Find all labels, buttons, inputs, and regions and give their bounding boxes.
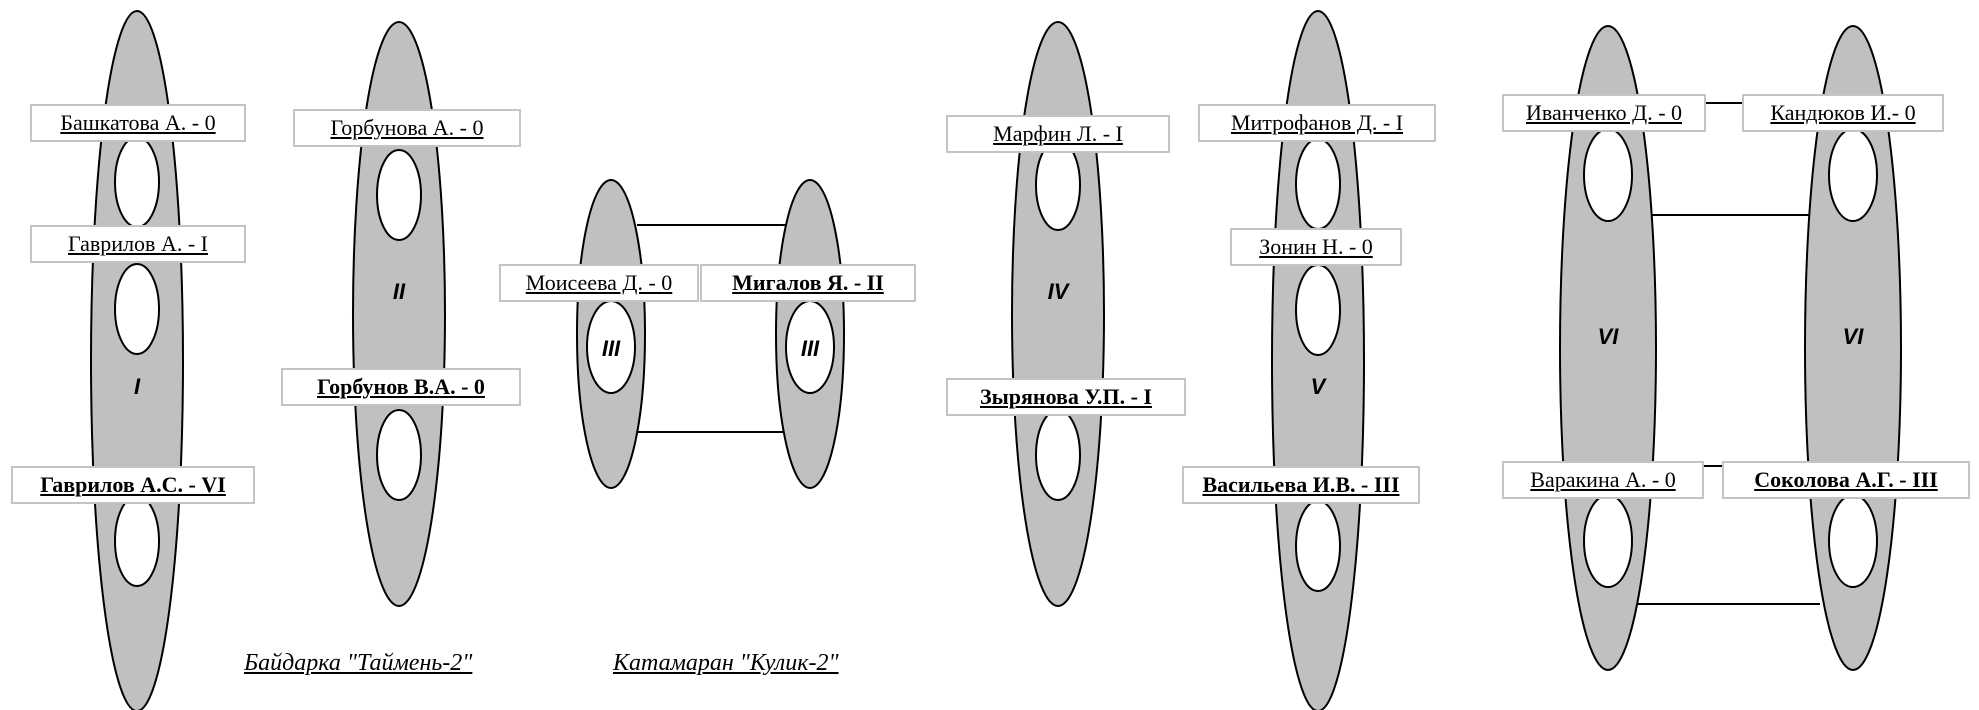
crew-label: Мигалов Я. - II — [700, 264, 916, 302]
crew-name: Башкатова А. - 0 — [60, 110, 216, 135]
seat — [1295, 500, 1341, 592]
crew-name: Соколова А.Г. - III — [1754, 467, 1938, 492]
crew-name: Зонин Н. - 0 — [1259, 234, 1373, 259]
seat — [1583, 128, 1633, 222]
seat — [114, 136, 160, 228]
crew-label: Башкатова А. - 0 — [30, 104, 246, 142]
catamaran-hull-left: VI — [1559, 25, 1657, 671]
seat — [1035, 139, 1081, 231]
seat — [376, 149, 422, 241]
crew-name: Варакина А. - 0 — [1530, 467, 1676, 492]
seat — [1828, 128, 1878, 222]
catamaran-hull-right: III — [775, 179, 845, 489]
crew-label: Гаврилов А. - I — [30, 225, 246, 263]
seat — [1035, 409, 1081, 501]
crew-label: Зырянова У.П. - I — [946, 378, 1186, 416]
seat — [114, 263, 160, 355]
crew-label: Горбунова А. - 0 — [293, 109, 521, 147]
crew-label: Варакина А. - 0 — [1502, 461, 1704, 499]
crew-name: Гаврилов А. - I — [67, 231, 208, 256]
crew-label: Митрофанов Д. - I — [1198, 104, 1436, 142]
catamaran-hull-left: III — [576, 179, 646, 489]
crew-label: Васильева И.В. - III — [1182, 466, 1420, 504]
seat — [1583, 494, 1633, 588]
boat-number: VI — [1843, 324, 1865, 349]
crew-label: Иванченко Д. - 0 — [1502, 94, 1706, 132]
crew-label: Кандюков И.- 0 — [1742, 94, 1944, 132]
seat — [114, 495, 160, 587]
boat-number: VI — [1598, 324, 1620, 349]
caption-catamaran: Катамаран "Кулик-2" — [613, 650, 839, 676]
crew-label: Соколова А.Г. - III — [1722, 461, 1970, 499]
crew-name: Митрофанов Д. - I — [1230, 110, 1404, 135]
crew-label: Зонин Н. - 0 — [1230, 228, 1402, 266]
crew-label: Моисеева Д. - 0 — [499, 264, 699, 302]
crew-name: Мигалов Я. - II — [732, 270, 884, 295]
boat-number: III — [602, 336, 621, 361]
boat-number: IV — [1048, 279, 1071, 304]
boat-number: III — [801, 336, 820, 361]
crew-label: Горбунов В.А. - 0 — [281, 368, 521, 406]
kayak-hull-2: II — [352, 21, 446, 607]
seat — [1828, 494, 1878, 588]
crew-name: Гаврилов А.С. - VI — [40, 472, 226, 497]
crew-name: Горбунова А. - 0 — [330, 115, 484, 140]
crew-name: Марфин Л. - I — [993, 121, 1123, 146]
crew-name: Моисеева Д. - 0 — [525, 270, 673, 295]
kayak-hull-4: IV — [1011, 21, 1105, 607]
crew-name: Кандюков И.- 0 — [1770, 100, 1916, 125]
crew-name: Горбунов В.А. - 0 — [317, 374, 485, 399]
crew-name: Зырянова У.П. - I — [980, 384, 1152, 409]
catamaran-hull-right: VI — [1804, 25, 1902, 671]
seat — [1295, 264, 1341, 356]
boat-number: V — [1311, 374, 1328, 399]
crew-label: Марфин Л. - I — [946, 115, 1170, 153]
caption-kayak: Байдарка "Таймень-2" — [244, 650, 473, 676]
boat-number: I — [134, 374, 141, 399]
seat — [1295, 138, 1341, 230]
crew-name: Иванченко Д. - 0 — [1525, 100, 1683, 125]
seat — [376, 409, 422, 501]
crew-label: Гаврилов А.С. - VI — [11, 466, 255, 504]
boat-number: II — [393, 279, 406, 304]
crew-name: Васильева И.В. - III — [1202, 472, 1400, 497]
